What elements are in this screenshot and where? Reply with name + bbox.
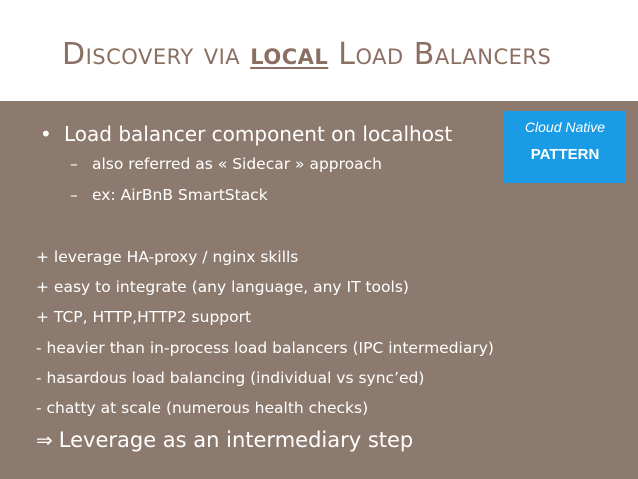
- sub-bullet-dash: –: [70, 186, 78, 204]
- title-word-balancers-rest: ALANCERS: [434, 45, 552, 69]
- point-5: - hasardous load balancing (individual v…: [36, 369, 425, 387]
- conclusion: ⇒Leverage as an intermediary step: [36, 428, 413, 452]
- sub-bullet-1: –also referred as « Sidecar » approach: [70, 155, 382, 173]
- title-word-via: VIA: [203, 45, 241, 69]
- title-word-load-rest: OAD: [355, 45, 404, 69]
- point-4: - heavier than in-process load balancers…: [36, 339, 494, 357]
- bullet-dot: •: [40, 122, 52, 146]
- conclusion-text: Leverage as an intermediary step: [58, 428, 414, 452]
- implies-arrow-icon: ⇒: [36, 428, 53, 452]
- title-word-local: LOCAL: [250, 45, 329, 69]
- point-3: + TCP, HTTP,HTTP2 support: [36, 308, 252, 326]
- badge-line-2: PATTERN: [530, 146, 600, 163]
- slide-title: DISCOVERY VIA LOCAL LOAD BALANCERS: [62, 40, 551, 70]
- badge-line-1: Cloud Native: [524, 119, 606, 135]
- bullet-main: • Load balancer component on localhost: [40, 122, 452, 146]
- point-2: + easy to integrate (any language, any I…: [36, 278, 409, 296]
- sub-bullet-text: ex: AirBnB SmartStack: [92, 186, 268, 204]
- pattern-badge: Cloud Native PATTERN: [504, 111, 626, 183]
- sub-bullet-2: –ex: AirBnB SmartStack: [70, 186, 268, 204]
- title-word-discovery-initial: D: [62, 37, 86, 72]
- bullet-text: Load balancer component on localhost: [64, 122, 453, 146]
- sub-bullet-text: also referred as « Sidecar » approach: [92, 155, 382, 173]
- title-word-balancers-initial: B: [413, 37, 435, 72]
- point-1: + leverage HA-proxy / nginx skills: [36, 248, 299, 266]
- title-word-load-initial: L: [338, 37, 356, 72]
- title-word-discovery-rest: ISCOVERY: [85, 45, 194, 69]
- point-6: - chatty at scale (numerous health check…: [36, 399, 369, 417]
- title-band: DISCOVERY VIA LOCAL LOAD BALANCERS: [0, 0, 638, 101]
- sub-bullet-dash: –: [70, 155, 78, 173]
